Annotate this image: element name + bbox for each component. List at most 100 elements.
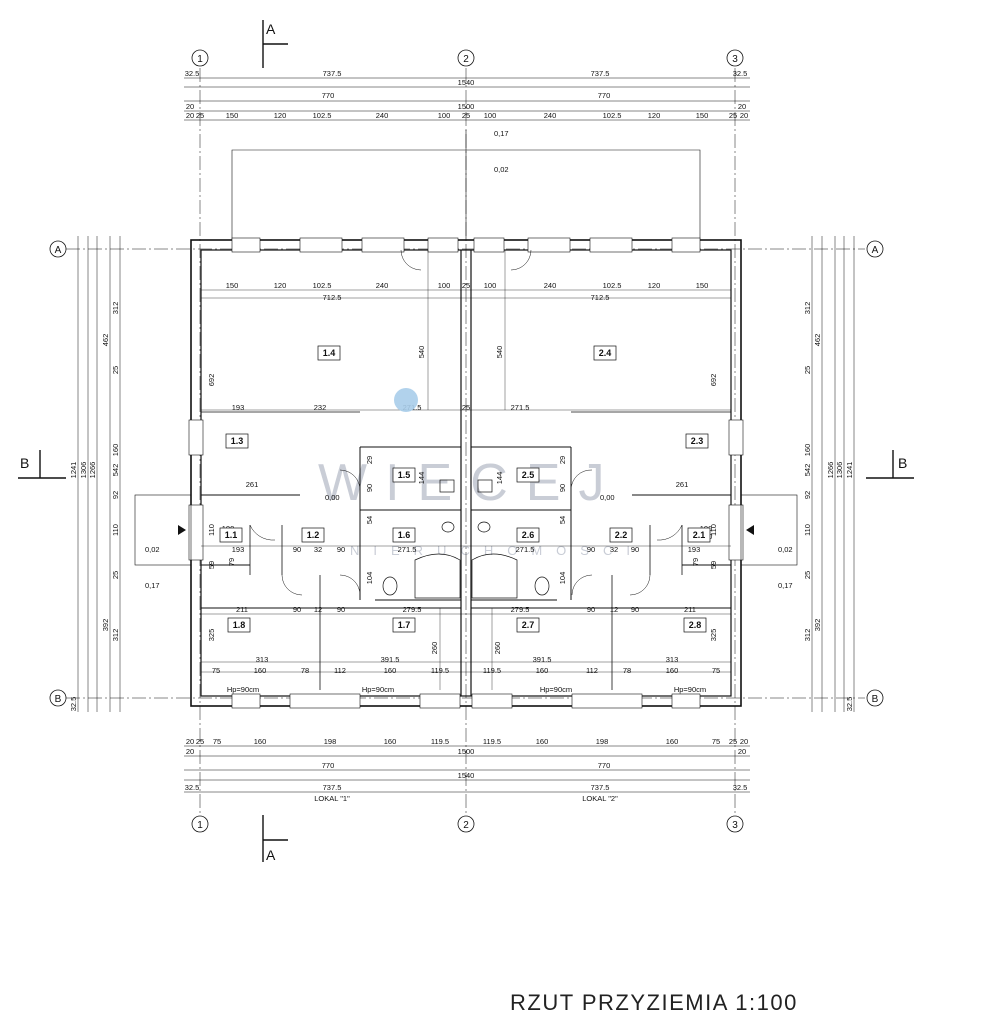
- bot-dim-r5-1: 32.5: [185, 783, 200, 792]
- parapet-height-l2: Hp=90cm: [362, 685, 394, 694]
- top-dim-r5-5: 102.5: [313, 111, 332, 120]
- int-dim-tl-1: 150: [226, 281, 239, 290]
- axis-label-a-left: A: [55, 245, 62, 256]
- axis-label-1-bottom: 1: [197, 820, 203, 831]
- bot-dim-r2-2: 1500: [458, 747, 475, 756]
- top-dim-r5-13: 150: [696, 111, 709, 120]
- top-dim-r5-8: 25: [462, 111, 470, 120]
- int-dim-tl-total: 712.5: [323, 293, 342, 302]
- int-dim-tl-5: 100: [438, 281, 451, 290]
- int-dim-last-l2: 391.5: [381, 655, 400, 664]
- room-1-8: 1.8: [233, 620, 246, 630]
- room-2-8: 2.8: [689, 620, 702, 630]
- top-dim-r5-2: 25: [196, 111, 204, 120]
- side-dim-392-left: 392: [101, 619, 110, 632]
- drawing-title: RZUT PRZYZIEMIA 1:100: [510, 990, 798, 1015]
- axis-label-3-bottom: 3: [732, 820, 738, 831]
- side-dim-92-right: 92: [803, 491, 812, 499]
- bot-dim-total: 1540: [458, 771, 475, 780]
- section-a-top-label: A: [266, 21, 276, 37]
- int-dim-low-l4: 90: [337, 545, 345, 554]
- side-dim-25b-right: 25: [803, 571, 812, 579]
- int-dim-540-right: 540: [495, 346, 504, 359]
- top-dim-r5-6: 240: [376, 111, 389, 120]
- top-dim-total: 1540: [458, 78, 475, 87]
- int-dim-base-r4: 78: [623, 666, 631, 675]
- int-dim-bot-l1: 211: [236, 605, 248, 614]
- axis-label-2-top: 2: [463, 54, 469, 65]
- int-dim-144-right: 144: [495, 472, 504, 485]
- parapet-height-l1: Hp=90cm: [227, 685, 259, 694]
- side-dim-542-left: 542: [111, 464, 120, 477]
- level-mark-porch-left: 0,02: [145, 545, 160, 554]
- top-dim-r5-12: 120: [648, 111, 661, 120]
- bot-dim-r1-5: 198: [324, 737, 337, 746]
- room-2-6: 2.6: [522, 530, 535, 540]
- side-dim-110-left: 110: [111, 524, 120, 536]
- room-1-6: 1.6: [398, 530, 411, 540]
- int-dim-base-l1: 75: [212, 666, 220, 675]
- axis-label-b-left: B: [55, 694, 62, 705]
- level-mark-hall-right: 0,00: [600, 493, 615, 502]
- level-mark-top-2: 0,02: [494, 165, 509, 174]
- int-dim-325-left: 325: [207, 629, 216, 642]
- side-dim-312-left: 312: [111, 302, 120, 315]
- top-dim-r4-2: 1500: [458, 102, 475, 111]
- int-dim-59-left: 59: [207, 561, 216, 569]
- lokal-2-label: LOKAL "2": [582, 794, 618, 803]
- int-dim-104-left: 104: [365, 572, 374, 585]
- int-dim-base-l5: 160: [384, 666, 397, 675]
- axis-bubble-a-left: [49, 240, 67, 258]
- int-dim-low-r2: 90: [587, 545, 595, 554]
- int-dim-bot-r3: 12: [610, 605, 618, 614]
- int-dim-79-right: 79: [691, 558, 700, 566]
- top-dim-r5-3: 150: [226, 111, 239, 120]
- bot-dim-r1-4: 160: [254, 737, 267, 746]
- int-dim-bot-l4: 90: [337, 605, 345, 614]
- level-mark-porch-right: 0,02: [778, 545, 793, 554]
- top-dim-1: 32.5: [185, 69, 200, 78]
- int-dim-base-l2: 160: [254, 666, 267, 675]
- int-dim-mid-1: 193: [232, 403, 245, 412]
- cursor-highlight: [394, 388, 418, 412]
- axis-bubble-b-right: [866, 689, 884, 707]
- axis-bubble-3-bottom: [726, 815, 744, 833]
- side-dim-25b-left: 25: [111, 571, 120, 579]
- int-dim-base-r2: 160: [536, 666, 549, 675]
- int-dim-tr-total: 712.5: [591, 293, 610, 302]
- room-1-3: 1.3: [231, 436, 244, 446]
- room-2-4: 2.4: [599, 348, 612, 358]
- int-dim-low-r3: 32: [610, 545, 618, 554]
- axis-label-1-top: 1: [197, 54, 203, 65]
- int-dim-29-right: 29: [558, 456, 567, 464]
- int-dim-corr-left: 261: [246, 480, 259, 489]
- int-dim-mid-5: 271.5: [511, 403, 530, 412]
- sanitary-fixtures: [382, 479, 550, 599]
- int-dim-base-l3: 78: [301, 666, 309, 675]
- axis-label-2-bottom: 2: [463, 820, 469, 831]
- top-dim-half-right: 770: [598, 91, 611, 100]
- top-dim-r4-1: 20: [186, 102, 194, 111]
- bot-dim-half-right: 770: [598, 761, 611, 770]
- top-dim-r5-4: 120: [274, 111, 287, 120]
- section-markers: [18, 20, 914, 862]
- top-dimension-lines: [184, 77, 750, 121]
- int-dim-base-r6: 75: [712, 666, 720, 675]
- axis-bubble-2-bottom: [457, 815, 475, 833]
- room-1-2: 1.2: [307, 530, 320, 540]
- top-dim-2: 737.5: [323, 69, 342, 78]
- axis-bubble-b-left: [49, 689, 67, 707]
- int-dim-base-l6: 119.5: [431, 666, 449, 675]
- bot-dim-r2-1: 20: [186, 747, 194, 756]
- axis-label-3-top: 3: [732, 54, 738, 65]
- side-dim-92-left: 92: [111, 491, 120, 499]
- section-b-right-label: B: [898, 455, 907, 471]
- bot-dim-r1-13: 25: [729, 737, 737, 746]
- top-dim-4: 32.5: [733, 69, 748, 78]
- side-dim-160-right: 160: [803, 444, 812, 457]
- side-dim-32-5-right: 32.5: [845, 697, 854, 712]
- side-dim-110-right: 110: [803, 524, 812, 536]
- room-1-1: 1.1: [225, 530, 238, 540]
- bot-dim-r1-2: 25: [196, 737, 204, 746]
